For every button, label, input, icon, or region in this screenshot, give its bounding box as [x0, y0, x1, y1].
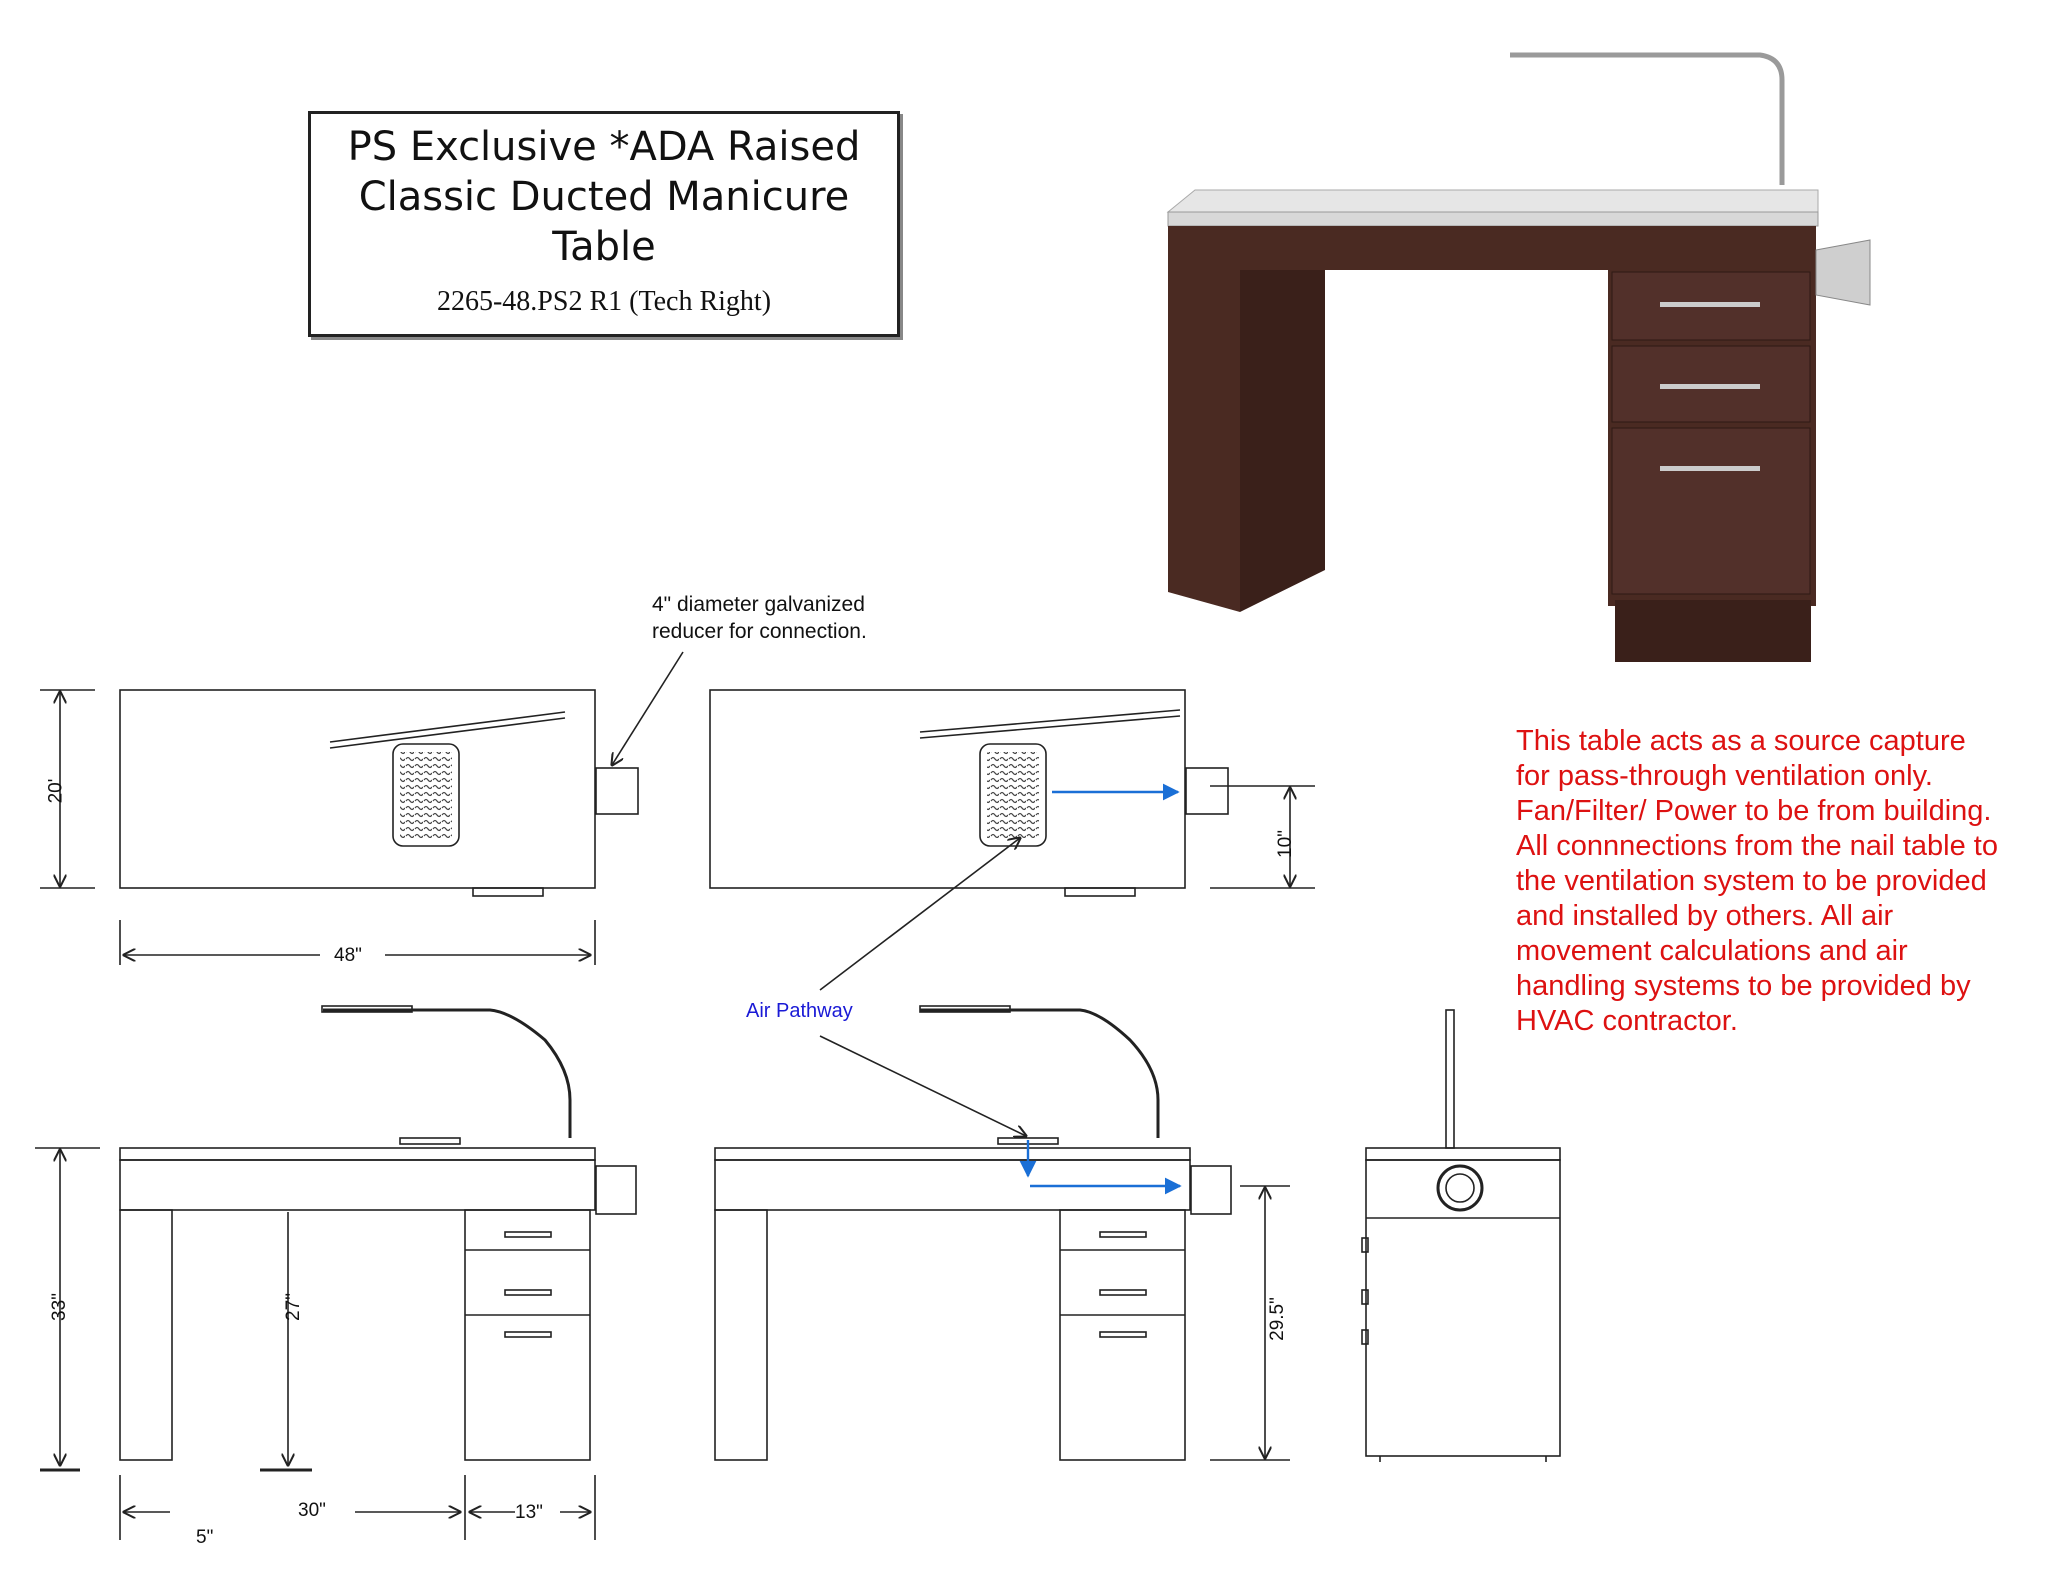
note-line-6: and installed by others. All air: [1516, 900, 1894, 932]
left-leg: [1168, 226, 1240, 612]
title-line-1: PS Exclusive *ADA Raised: [347, 124, 861, 170]
lamp-arm: [1510, 52, 1785, 185]
dim-top-width: 48": [334, 945, 362, 966]
front-view-left: [35, 1005, 637, 1540]
drawer-handle-2: [1660, 384, 1760, 389]
note-line-4: All connnections from the nail table to: [1516, 830, 1998, 862]
side-view: [1361, 1009, 1561, 1462]
front-view-right: [714, 1005, 1290, 1461]
ventilation-notes: This table acts as a source capture for …: [1516, 724, 2036, 1039]
dim-duct-height-top: 10": [1274, 830, 1296, 858]
title-line-2: Classic Ducted Manicure: [358, 174, 850, 220]
dim-duct-height-front: 29.5": [1266, 1297, 1288, 1341]
marble-top: [1166, 189, 1819, 213]
note-line-8: handling systems to be provided by: [1516, 970, 1971, 1002]
note-line-1: This table acts as a source capture: [1516, 725, 1966, 757]
note-line-9: HVAC contractor.: [1516, 1005, 1738, 1037]
drawer-handle-1: [1660, 302, 1760, 307]
duct-reducer: [1815, 239, 1871, 306]
table-render: [1166, 52, 1871, 662]
reducer-callout-line-1: 4" diameter galvanized: [652, 593, 865, 616]
dim-cabinet-width: 13": [515, 1502, 543, 1523]
note-line-7: movement calculations and air: [1516, 935, 1908, 967]
dim-knee-clearance: 27": [282, 1293, 304, 1321]
reducer-callout-line-2: reducer for connection.: [652, 620, 867, 643]
model-number: 2265-48.PS2 R1 (Tech Right): [436, 286, 772, 317]
note-line-2: for pass-through ventilation only.: [1516, 760, 1933, 792]
title-line-3: Table: [552, 224, 656, 270]
note-line-5: the ventilation system to be provided: [1516, 865, 1987, 897]
reducer-callout: 4" diameter galvanized reducer for conne…: [652, 591, 867, 645]
dim-knee-width: 30": [298, 1500, 326, 1521]
left-leg-inner: [1240, 270, 1325, 612]
product-title: PS Exclusive *ADA Raised Classic Ducted …: [311, 122, 897, 272]
cabinet-base: [1615, 600, 1811, 662]
title-block: PS Exclusive *ADA Raised Classic Ducted …: [308, 111, 900, 337]
air-pathway-label: Air Pathway: [746, 1000, 853, 1022]
drawer-3: [1611, 427, 1811, 595]
top-view-right: [709, 689, 1315, 1136]
marble-edge: [1167, 211, 1819, 227]
note-line-3: Fan/Filter/ Power to be from building.: [1516, 795, 1992, 827]
drawer-handle-3: [1660, 466, 1760, 471]
top-view-left: [40, 651, 684, 965]
dim-overall-height: 33": [48, 1293, 70, 1321]
dim-leg-offset: 5": [196, 1527, 214, 1548]
dim-top-depth: 20': [45, 778, 67, 804]
